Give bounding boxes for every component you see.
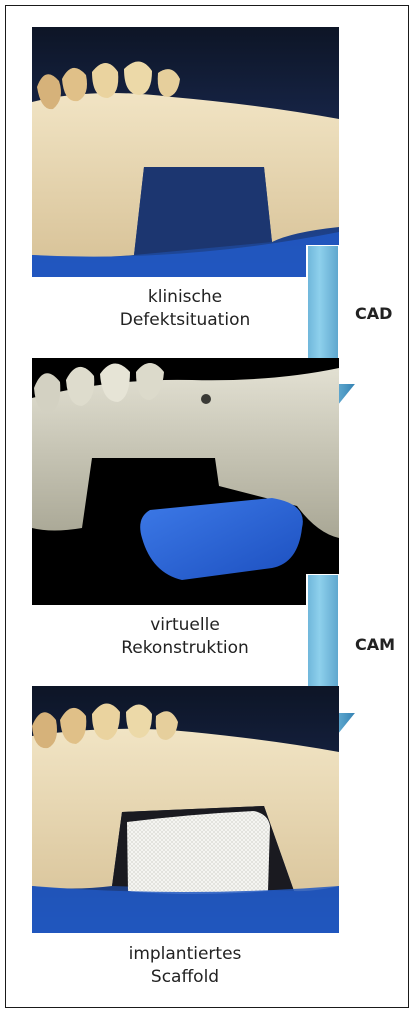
caption-line: virtuelle xyxy=(60,614,310,637)
step-label-cam: CAM xyxy=(355,635,395,654)
caption-line: Defektsituation xyxy=(60,309,310,332)
caption-line: Scaffold xyxy=(60,966,310,989)
panel-implanted-scaffold xyxy=(32,686,339,933)
caption-line: klinische xyxy=(60,286,310,309)
panel-virtual-reconstruction xyxy=(32,358,339,605)
caption-clinical-defect: klinische Defektsituation xyxy=(60,286,310,332)
caption-virtual-reconstruction: virtuelle Rekonstruktion xyxy=(60,614,310,660)
panel-clinical-defect xyxy=(32,27,339,277)
step-label-cad: CAD xyxy=(355,304,392,323)
caption-line: Rekonstruktion xyxy=(60,637,310,660)
caption-line: implantiertes xyxy=(60,943,310,966)
caption-implanted-scaffold: implantiertes Scaffold xyxy=(60,943,310,989)
